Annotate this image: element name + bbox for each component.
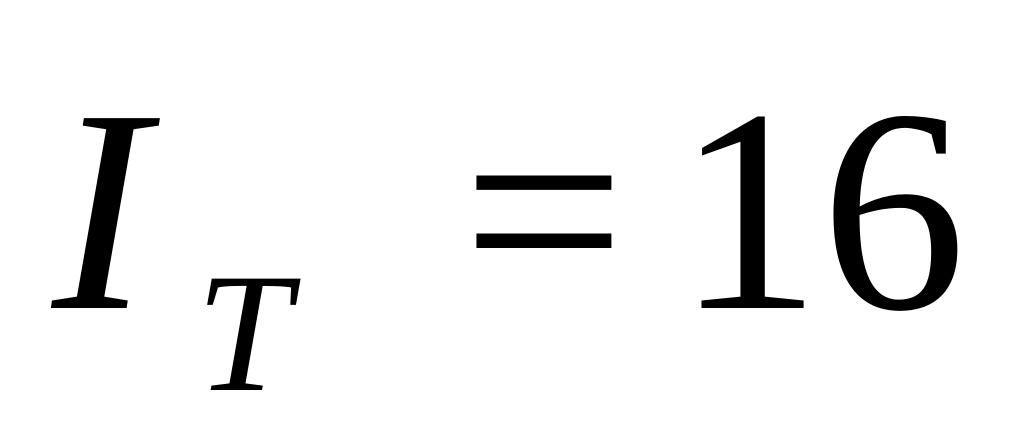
formula-subscript: T bbox=[196, 239, 291, 427]
formula-value: 16 bbox=[676, 50, 966, 371]
formula-variable: I bbox=[52, 50, 149, 371]
formula-equals-sign: = bbox=[462, 50, 626, 371]
